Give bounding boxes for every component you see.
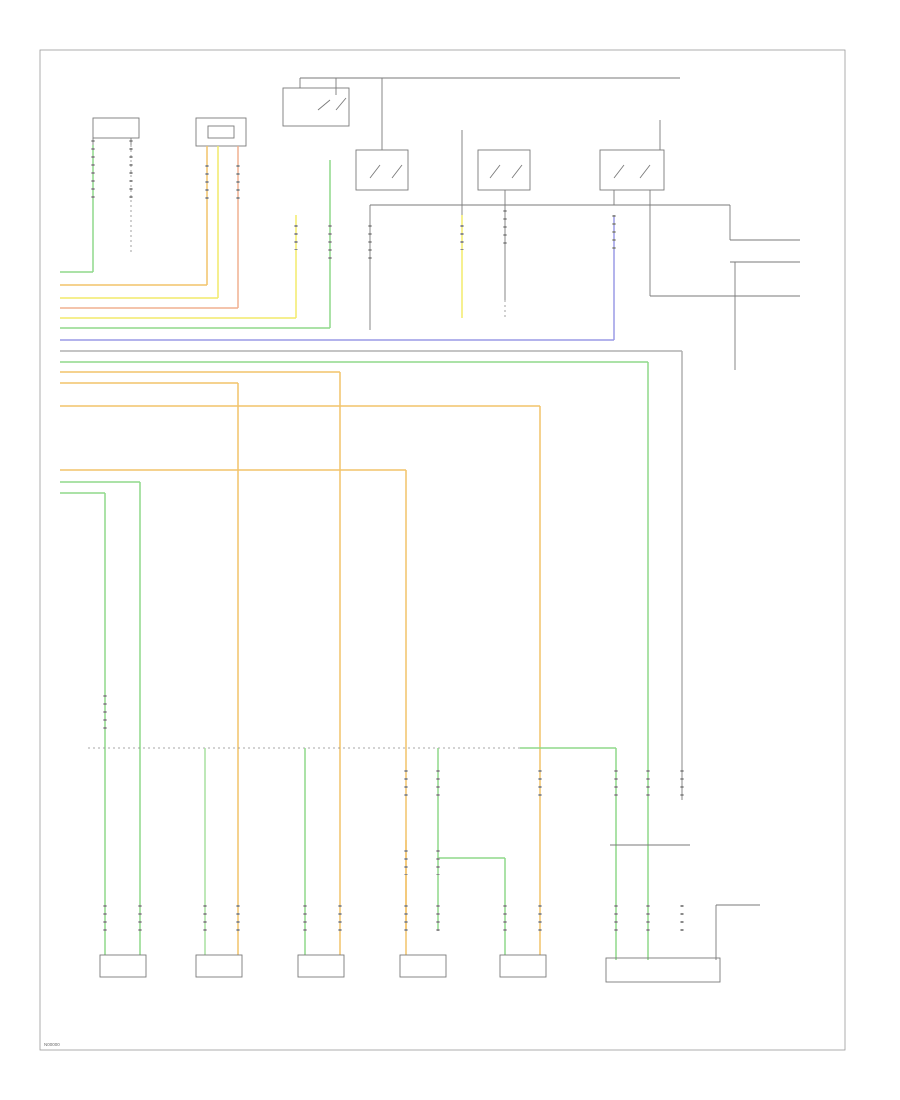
component-box-3 <box>297 954 345 978</box>
footer-code: N00000 <box>44 1042 60 1047</box>
top-center-module <box>195 117 247 147</box>
relay-1 <box>282 77 680 127</box>
component-box-5 <box>499 954 547 978</box>
component-box-2 <box>195 954 243 978</box>
connector-markers <box>91 140 684 935</box>
diagram-frame <box>39 49 846 1051</box>
relay-3 <box>461 130 531 240</box>
relay-4 <box>599 120 665 191</box>
relay-2 <box>355 78 409 191</box>
component-box-6 <box>605 957 721 983</box>
right-rear-sensor <box>649 190 800 370</box>
component-box-1 <box>99 954 147 978</box>
component-box-4 <box>399 954 447 978</box>
